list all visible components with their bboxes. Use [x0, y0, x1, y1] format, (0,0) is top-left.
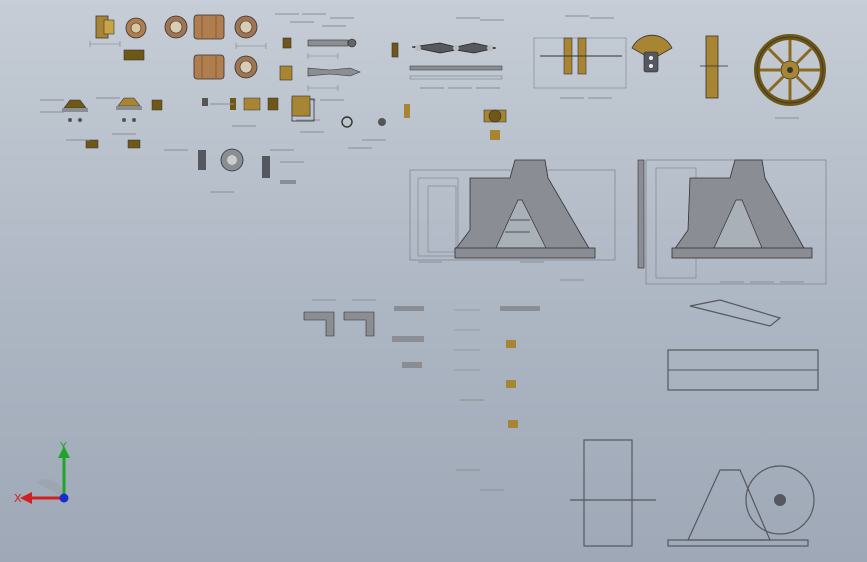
bolt-list[interactable]: [454, 306, 540, 491]
connecting-rod-parts[interactable]: [274, 13, 361, 133]
z-axis-dot: [59, 493, 69, 503]
small-fasteners[interactable]: [163, 95, 507, 193]
x-axis-arrowhead: [20, 492, 32, 504]
engine-frame-side-drawing[interactable]: [637, 159, 827, 285]
bearing-block-parts[interactable]: [39, 97, 163, 149]
bearing-cylinder-parts[interactable]: [89, 14, 267, 80]
bracket-parts[interactable]: [303, 299, 424, 368]
y-axis-arrowhead: [58, 446, 70, 458]
engine-assembly-top-view[interactable]: [667, 299, 819, 391]
engine-frame-front-drawing[interactable]: [409, 159, 616, 281]
rocker-arm-part[interactable]: [391, 17, 505, 89]
crank-flywheel-parts[interactable]: [533, 15, 826, 119]
reference-triad: Y X: [14, 440, 70, 505]
engine-assembly-side-view[interactable]: [667, 465, 815, 547]
engine-assembly-front-view[interactable]: [570, 439, 656, 547]
y-axis-label: Y: [59, 440, 67, 453]
triad-plane-indicator: [36, 478, 65, 498]
x-axis-label: X: [14, 492, 22, 505]
